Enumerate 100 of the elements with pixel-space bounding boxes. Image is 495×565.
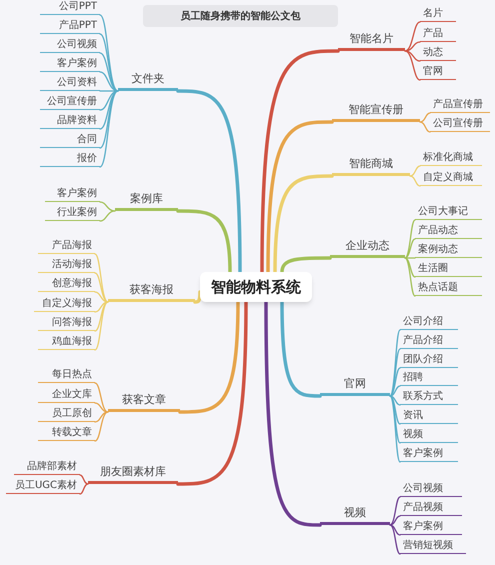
subtopic-label: 问答海报	[38, 314, 95, 331]
branch-connector	[419, 121, 431, 133]
subtopic-label: 官网	[420, 63, 456, 80]
subtopic-label: 品牌资料	[40, 112, 100, 129]
subtopic-label: 公司PPT	[40, 0, 100, 15]
subtopic-label: 视频	[400, 426, 458, 443]
branch-connector	[264, 300, 322, 527]
subtopic-label: 企业文库	[38, 386, 95, 403]
subtopic-label: 转载文章	[38, 424, 95, 441]
subtopic-label: 资讯	[400, 407, 458, 424]
branch-connector	[404, 21, 421, 52]
subtopic-label: 公司视频	[40, 36, 100, 53]
subtopic-label: 标准化商城	[420, 149, 482, 166]
subtopic-label: 公司大事记	[415, 203, 482, 220]
branch-connector	[409, 165, 421, 177]
branch-connector	[273, 174, 334, 274]
branch-connector	[404, 50, 421, 62]
branch-topic: 获客海报	[108, 282, 195, 302]
branch-topic: 智能商城	[332, 156, 410, 176]
subtopic-label: 名片	[420, 5, 456, 22]
branch-connector	[409, 175, 421, 187]
subtopic-label: 行业案例	[45, 204, 100, 221]
branch-connector	[178, 300, 240, 414]
subtopic-label: 每日热点	[38, 366, 95, 383]
branch-connector	[94, 382, 109, 413]
branch-connector	[94, 301, 109, 332]
branch-topic: 获客文章	[108, 392, 180, 412]
branch-connector	[404, 50, 421, 81]
branch-connector	[280, 256, 332, 274]
branch-connector	[99, 52, 119, 92]
subtopic-label: 客户案例	[400, 445, 458, 462]
branch-connector	[94, 402, 109, 413]
subtopic-label: 公司宣传册	[40, 93, 100, 110]
title-banner: 员工随身携带的智能公文包	[143, 5, 338, 27]
branch-connector	[389, 395, 401, 406]
subtopic-label: 招聘	[400, 369, 458, 386]
branch-topic: 案例库	[115, 191, 178, 211]
branch-connector	[389, 385, 401, 397]
subtopic-label: 公司介绍	[400, 313, 458, 330]
branch-connector	[176, 209, 232, 274]
branch-topic: 官网	[320, 376, 390, 396]
branch-connector	[94, 272, 109, 303]
subtopic-label: 产品介绍	[400, 332, 458, 349]
branch-connector	[193, 290, 202, 304]
branch-connector	[404, 238, 416, 259]
central-topic-box: 智能物料系统	[200, 272, 312, 302]
subtopic-label: 活动海报	[38, 256, 95, 273]
subtopic-label: 产品动态	[415, 222, 482, 239]
branch-connector	[99, 90, 119, 111]
branch-connector	[389, 524, 401, 536]
branch-topic: 智能宣传册	[332, 102, 420, 122]
subtopic-label: 热点话题	[415, 279, 482, 296]
branch-connector	[280, 300, 322, 398]
branch-topic: 朋友圈素材库	[88, 464, 178, 484]
branch-topic: 视频	[320, 505, 390, 525]
subtopic-label: 客户案例	[400, 518, 462, 535]
subtopic-label: 生活圈	[415, 260, 482, 277]
branch-connector	[389, 395, 401, 444]
subtopic-label: 客户案例	[45, 185, 100, 202]
branch-connector	[404, 257, 416, 259]
branch-connector	[94, 253, 109, 303]
subtopic-label: 团队介绍	[400, 351, 458, 368]
subtopic-label: 员工UGC素材	[6, 477, 80, 494]
branch-connector	[79, 483, 89, 495]
branch-connector	[389, 395, 401, 425]
subtopic-label: 公司资料	[40, 74, 100, 91]
branch-connector	[99, 210, 116, 222]
branch-connector	[99, 201, 116, 212]
branch-connector	[266, 120, 334, 274]
subtopic-label: 产品	[420, 25, 456, 42]
branch-connector	[260, 49, 340, 274]
subtopic-label: 案例动态	[415, 241, 482, 258]
branch-connector	[99, 90, 119, 130]
branch-connector	[389, 395, 401, 463]
subtopic-label: 产品海报	[38, 237, 95, 254]
subtopic-label: 公司宣传册	[430, 115, 490, 132]
subtopic-label: 品牌部素材	[14, 458, 80, 475]
subtopic-label: 产品PPT	[40, 17, 100, 34]
branch-connector	[404, 257, 416, 297]
subtopic-label: 鸡血海报	[38, 333, 95, 350]
branch-connector	[389, 348, 401, 397]
branch-connector	[94, 291, 109, 303]
subtopic-label: 客户案例	[40, 55, 100, 72]
branch-connector	[419, 112, 431, 123]
branch-connector	[176, 89, 242, 274]
subtopic-label: 报价	[40, 150, 100, 167]
branch-connector	[389, 515, 401, 526]
subtopic-label: 营销短视频	[400, 537, 466, 554]
branch-topic: 智能名片	[338, 31, 405, 51]
subtopic-label: 合同	[40, 131, 100, 148]
branch-connector	[389, 496, 401, 526]
branch-connector	[404, 257, 416, 278]
subtopic-label: 自定义海报	[34, 295, 95, 312]
subtopic-label: 联系方式	[400, 388, 458, 405]
branch-connector	[389, 367, 401, 397]
branch-topic: 文件夹	[118, 71, 178, 91]
subtopic-label: 创意海报	[38, 275, 95, 292]
branch-connector	[99, 14, 119, 92]
branch-connector	[99, 33, 119, 92]
branch-connector	[176, 300, 248, 486]
